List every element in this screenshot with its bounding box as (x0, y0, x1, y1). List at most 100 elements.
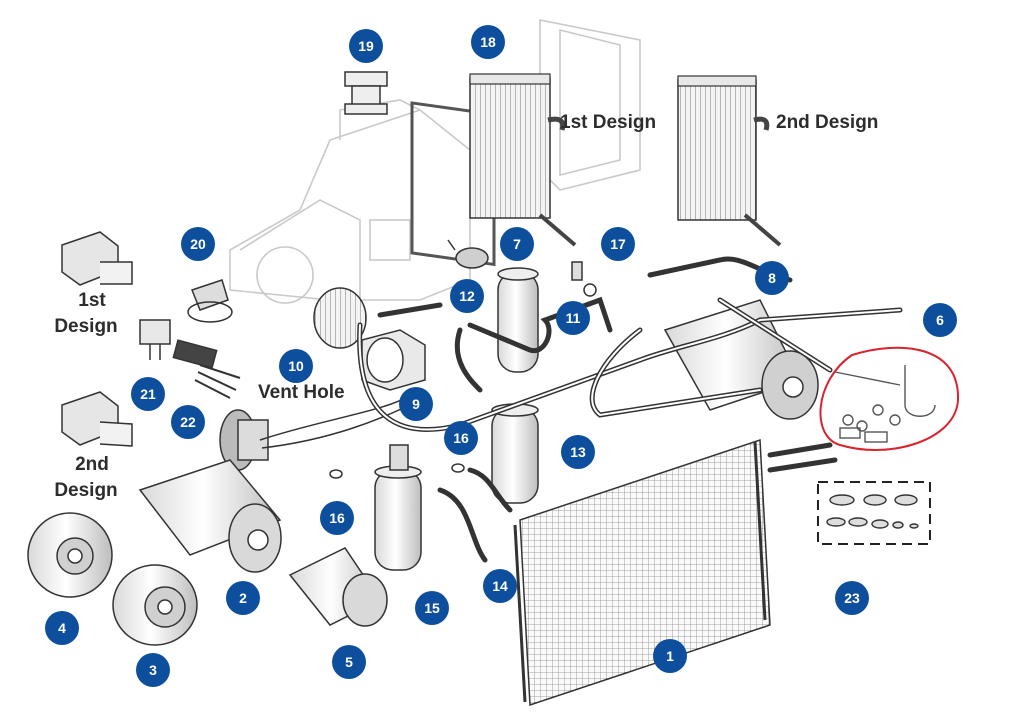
callout-number: 7 (513, 236, 521, 252)
callout-bubble (320, 501, 354, 535)
callout-bubble (171, 405, 205, 439)
bracket-part (344, 71, 388, 115)
callout-c22: 22 (171, 405, 205, 439)
callout-bubble (136, 653, 170, 687)
callout-number: 2 (239, 590, 247, 606)
callout-number: 16 (329, 510, 345, 526)
callout-bubble (923, 303, 957, 337)
callout-bubble (601, 227, 635, 261)
o-ring-kit (817, 481, 931, 545)
callout-bubble (835, 581, 869, 615)
callout-bubble (279, 349, 313, 383)
compressor-4 (27, 512, 113, 598)
callout-number: 17 (610, 236, 626, 252)
callout-c23: 23 (835, 581, 869, 615)
compressor-5 (288, 547, 388, 627)
label-evap-1st-design: 1st Design (560, 112, 656, 133)
callout-c8: 8 (755, 261, 789, 295)
callout-c10: 10 (279, 349, 313, 383)
evaporator-case (229, 19, 641, 304)
callout-bubble (332, 645, 366, 679)
callout-number: 19 (358, 38, 374, 54)
callout-bubble (444, 421, 478, 455)
callout-bubble (349, 29, 383, 63)
callout-c2: 2 (226, 581, 260, 615)
callout-c20: 20 (181, 227, 215, 261)
o-ring-16a (451, 463, 465, 473)
relay-1st-design (61, 231, 133, 286)
callout-number: 12 (459, 288, 475, 304)
callout-number: 22 (180, 414, 196, 430)
callout-c11: 11 (556, 301, 590, 335)
callout-c7: 7 (500, 227, 534, 261)
wiring-connector (187, 279, 233, 323)
callout-number: 15 (424, 600, 440, 616)
callout-c19: 19 (349, 29, 383, 63)
callout-c3: 3 (136, 653, 170, 687)
callout-number: 14 (492, 578, 508, 594)
callout-number: 9 (412, 396, 420, 412)
callout-c4: 4 (45, 611, 79, 645)
relay-small (139, 319, 171, 360)
compressor-2 (138, 459, 282, 573)
callout-number: 5 (345, 654, 353, 670)
label-relay-1st-line1: 1st (78, 290, 106, 311)
callout-number: 4 (58, 620, 66, 636)
callout-bubble (181, 227, 215, 261)
harness-connector (172, 339, 241, 399)
callout-bubble (653, 639, 687, 673)
callout-bubble (500, 227, 534, 261)
relay-2nd-design (61, 391, 133, 447)
drier-15 (374, 444, 422, 571)
pressure-switch (447, 239, 489, 269)
callout-number: 20 (190, 236, 206, 252)
callout-bubble (399, 387, 433, 421)
callout-number: 10 (288, 358, 304, 374)
callout-c15: 15 (415, 591, 449, 625)
callout-number: 11 (566, 310, 581, 326)
label-vent-hole: Vent Hole (258, 382, 345, 403)
callout-number: 23 (844, 590, 860, 606)
callout-c5: 5 (332, 645, 366, 679)
condenser (513, 438, 771, 707)
callout-c6: 6 (923, 303, 957, 337)
o-ring-16b (329, 469, 343, 479)
accumulator-11 (497, 267, 539, 373)
callout-c18: 18 (471, 25, 505, 59)
callout-number: 6 (936, 312, 944, 328)
fitting-17 (571, 261, 597, 297)
callout-c14: 14 (483, 569, 517, 603)
callout-c21: 21 (131, 377, 165, 411)
blower-wheel (313, 287, 367, 349)
callout-c16a: 16 (444, 421, 478, 455)
callout-bubble (561, 435, 595, 469)
callout-bubble (45, 611, 79, 645)
label-relay-2nd-line1: 2nd (75, 454, 109, 475)
callout-bubble (556, 301, 590, 335)
callout-number: 18 (480, 34, 496, 50)
label-relay-2nd-line2: Design (54, 480, 117, 501)
callout-c17: 17 (601, 227, 635, 261)
callout-bubble (131, 377, 165, 411)
callout-number: 3 (149, 662, 157, 678)
blower-housing (361, 329, 426, 391)
callout-number: 8 (768, 270, 776, 286)
blower-motor (219, 409, 269, 471)
label-relay-1st-line2: Design (54, 316, 117, 337)
callout-c16b: 16 (320, 501, 354, 535)
callout-number: 1 (666, 648, 674, 664)
callout-c12: 12 (450, 279, 484, 313)
callout-bubble (483, 569, 517, 603)
callout-number: 13 (570, 444, 586, 460)
callout-bubble (415, 591, 449, 625)
evaporator-core-1st-design (469, 73, 577, 247)
callout-c9: 9 (399, 387, 433, 421)
callout-number: 21 (140, 386, 156, 402)
label-evap-2nd-design: 2nd Design (776, 112, 878, 133)
callout-number: 16 (453, 430, 469, 446)
callout-bubble (450, 279, 484, 313)
compressor-3 (112, 564, 198, 646)
